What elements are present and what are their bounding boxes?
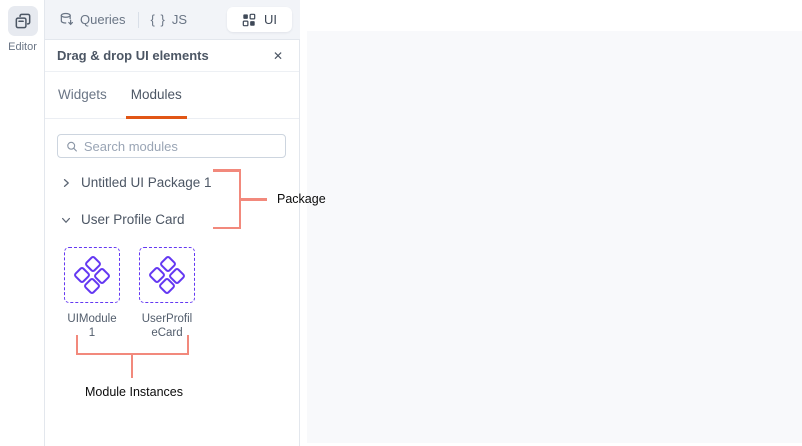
tab-js-label: JS [171,12,187,27]
module-name: UIModule 1 [67,313,117,339]
sidebar-item-editor[interactable]: Editor [0,0,45,53]
diamond-cluster-icon [74,256,110,294]
tab-divider [137,11,139,28]
tree-item-label: Untitled UI Package 1 [81,175,212,190]
tab-widgets[interactable]: Widgets [58,86,107,102]
diamond-cluster-icon [149,256,185,294]
entity-tab-bar: Queries { } JS UI [45,0,300,40]
tab-js[interactable]: { } JS [151,12,187,27]
tree-item-package-collapsed[interactable]: Untitled UI Package 1 [45,164,299,201]
module-card-userprofilecard[interactable]: UserProfileCard [134,247,200,340]
database-icon [60,12,74,26]
search-box [57,134,286,158]
editor-canvas[interactable] [307,31,802,443]
modules-tree: Untitled UI Package 1 User Profile Card [45,164,299,238]
tab-ui[interactable]: UI [227,7,292,32]
tab-queries[interactable]: Queries [59,12,126,27]
module-card-box [139,247,195,303]
panel-header: Drag & drop UI elements ✕ [45,40,299,72]
braces-icon: { } [150,12,166,27]
ui-elements-panel: Drag & drop UI elements ✕ Widgets Module… [45,40,300,446]
tab-ui-label: UI [264,12,277,27]
search-input[interactable] [83,138,277,154]
module-name: UserProfileCard [141,313,193,339]
editor-icon-box [7,6,38,36]
module-card-uimodule1[interactable]: UIModule 1 [59,247,125,340]
left-rail: Editor [0,0,45,446]
tab-modules[interactable]: Modules [125,72,187,119]
search-icon [67,141,77,152]
chevron-down-icon [61,217,71,223]
stacked-pages-icon [15,13,30,29]
panel-title: Drag & drop UI elements [57,48,209,63]
module-instances-grid: UIModule 1 UserProfileCard [45,247,299,340]
search-wrap [57,134,286,158]
close-icon[interactable]: ✕ [272,48,283,63]
panel-tab-bar: Widgets Modules [45,72,299,119]
grid-layout-icon [242,13,256,26]
tab-queries-label: Queries [80,12,126,27]
tree-item-label: User Profile Card [81,212,185,227]
chevron-right-icon [63,178,69,187]
module-card-box [64,247,120,303]
editor-label: Editor [8,41,37,53]
tree-item-package-expanded[interactable]: User Profile Card [45,201,299,238]
